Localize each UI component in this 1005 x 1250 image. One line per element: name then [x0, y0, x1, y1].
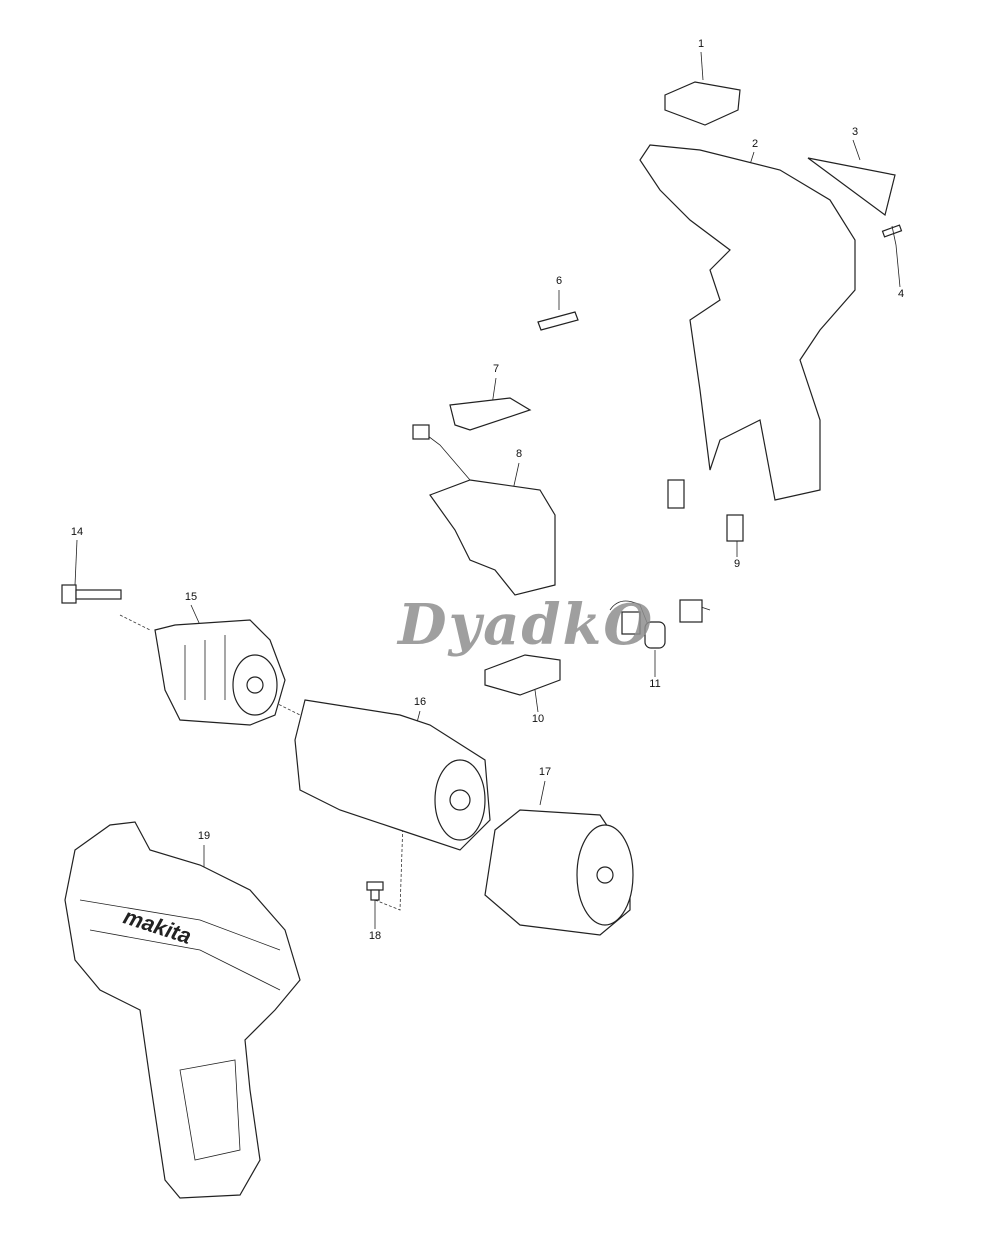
part-label-19: 19	[197, 830, 211, 842]
part-label-10: 10	[531, 713, 545, 725]
part-4-screw	[881, 224, 903, 246]
part-10-terminal-holder	[484, 654, 561, 696]
part-label-11: 11	[649, 678, 661, 690]
part-label-18: 18	[368, 930, 382, 942]
part-label-7: 7	[492, 363, 500, 375]
part-6-spring-plate	[537, 311, 579, 331]
part-16-gear-assembly	[294, 699, 491, 851]
part-label-9: 9	[733, 558, 741, 570]
part-label-4: 4	[897, 288, 905, 300]
part-label-16: 16	[413, 696, 427, 708]
part-2-housing-half	[639, 144, 856, 501]
part-8-switch	[412, 424, 556, 596]
part-14-screw	[61, 584, 122, 604]
part-9-terminal-b	[726, 514, 744, 542]
part-label-17: 17	[538, 766, 552, 778]
part-label-1: 1	[697, 38, 705, 50]
part-7-lever	[449, 397, 532, 431]
part-19-housing-set: makita	[64, 821, 301, 1199]
part-11-capacitor-leads	[609, 599, 711, 649]
part-label-3: 3	[851, 126, 859, 138]
part-label-8: 8	[515, 448, 523, 460]
part-label-15: 15	[184, 591, 198, 603]
watermark: DyadkO	[398, 592, 655, 658]
part-15-drill-chuck	[154, 619, 286, 726]
part-label-6: 6	[555, 275, 563, 287]
part-17-motor	[484, 809, 634, 936]
part-9-terminal	[667, 479, 685, 509]
part-1-switch-button	[664, 81, 741, 126]
part-18-screw	[366, 881, 384, 901]
part-label-14: 14	[70, 526, 84, 538]
part-label-2: 2	[751, 138, 759, 150]
part-3-nameplate	[807, 157, 896, 217]
